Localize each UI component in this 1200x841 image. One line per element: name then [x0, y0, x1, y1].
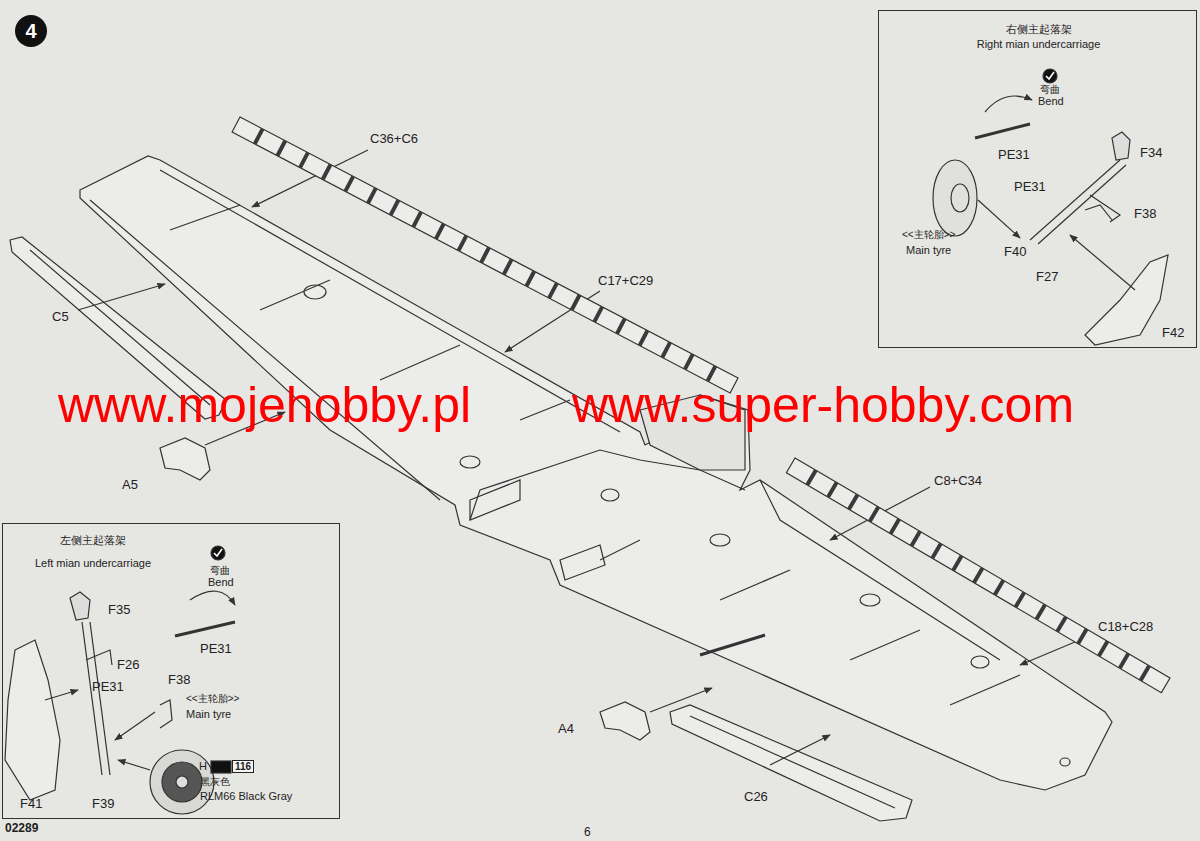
part-label: <<主轮胎>> [186, 693, 239, 704]
part-label: H [199, 760, 207, 772]
part-label: F42 [1162, 326, 1184, 340]
part-label: F26 [117, 658, 139, 672]
part-label: Bend [1038, 95, 1064, 107]
part-label: C5 [52, 310, 69, 324]
wing-drawing [10, 150, 1112, 821]
part-label: F41 [20, 797, 42, 811]
part-label: Bend [208, 576, 234, 588]
part-label: RLM66 Black Gray [200, 790, 292, 802]
part-label: PE31 [998, 148, 1030, 162]
step-number: 4 [15, 15, 47, 47]
part-label: F34 [1140, 146, 1162, 160]
part-label: F40 [1004, 245, 1026, 259]
part-label: PE31 [200, 642, 232, 656]
inset-heading: Right mian undercarriage [879, 38, 1198, 50]
inset-heading: Left mian undercarriage [3, 557, 183, 569]
inset-heading: 左侧主起落架 [3, 534, 183, 546]
inset-panel: 左侧主起落架 Left mian undercarriage [2, 523, 340, 819]
part-label: C18+C28 [1098, 620, 1153, 634]
step-number-text: 4 [15, 20, 47, 42]
part-label: C8+C34 [934, 474, 982, 488]
undercarriage-drawing [5, 69, 1168, 814]
sheet-number: 02289 [5, 822, 38, 835]
part-label: F38 [1134, 207, 1156, 221]
watermark: www.super-hobby.com [572, 378, 1074, 433]
part-label: PE31 [1014, 180, 1046, 194]
flap-part [786, 458, 1170, 693]
part-label: 黑灰色 [200, 776, 230, 787]
watermark: www.mojehobby.pl [58, 378, 471, 433]
part-label: C17+C29 [598, 274, 653, 288]
part-label: Main tyre [906, 244, 951, 256]
part-label: 6 [584, 826, 591, 839]
flap-part [232, 117, 738, 393]
part-label: F35 [108, 603, 130, 617]
part-label: C26 [744, 790, 768, 804]
part-label: F38 [168, 673, 190, 687]
inset-panel: 右侧主起落架 Right mian undercarriage [878, 10, 1197, 348]
part-label: <<主轮胎>> [902, 229, 955, 240]
part-label: Main tyre [186, 708, 231, 720]
part-label: 弯曲 [1040, 84, 1060, 95]
paint-code: 116 [232, 760, 254, 773]
part-label: F39 [92, 797, 114, 811]
inset-heading: 右侧主起落架 [879, 23, 1198, 35]
part-label: A5 [122, 478, 138, 492]
part-label: A4 [558, 722, 574, 736]
part-label: F27 [1036, 270, 1058, 284]
part-label: C36+C6 [370, 132, 418, 146]
part-label: 弯曲 [210, 565, 230, 576]
part-label: PE31 [92, 680, 124, 694]
